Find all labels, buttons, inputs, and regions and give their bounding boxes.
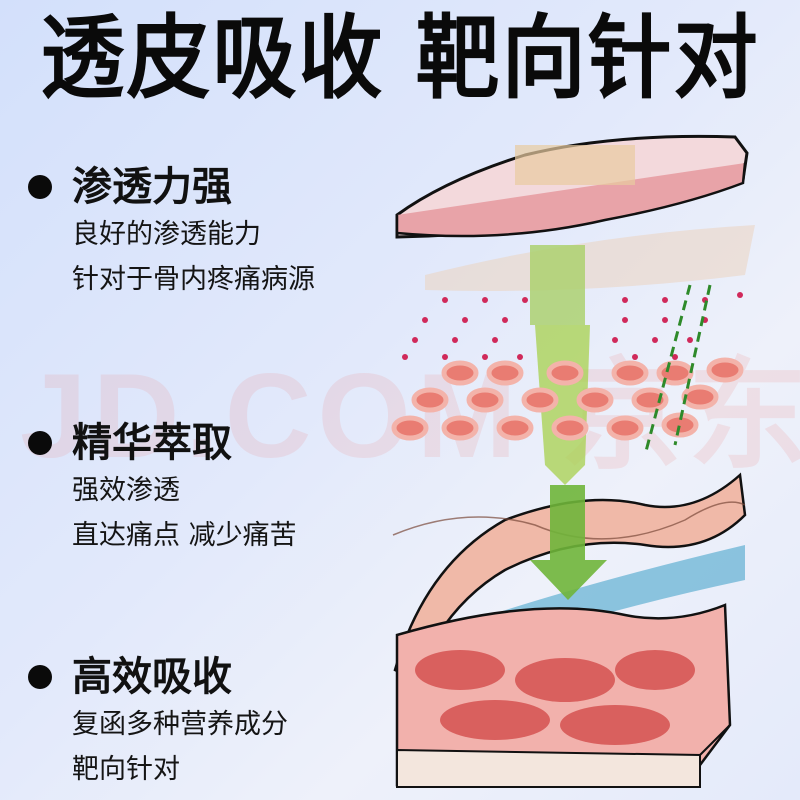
cell-dots-icon	[402, 292, 743, 360]
feature-line: 针对于骨内疼痛病源	[72, 264, 315, 295]
feature-line: 直达痛点 减少痛苦	[72, 520, 297, 551]
bullet-icon	[28, 431, 52, 455]
feature-penetration: 渗透力强 良好的渗透能力 针对于骨内疼痛病源	[28, 162, 315, 302]
patch-layer-icon	[395, 134, 749, 239]
bullet-icon	[28, 175, 52, 199]
skin-layers-illustration	[391, 134, 755, 788]
arrow-down-icon	[530, 485, 607, 600]
page-title: 透皮吸收 靶向针对	[40, 3, 760, 111]
feature-heading: 精华萃取	[72, 420, 232, 466]
feature-heading: 高效吸收	[72, 654, 232, 700]
feature-heading: 渗透力强	[72, 164, 232, 210]
feature-line: 强效渗透	[72, 475, 180, 506]
bullet-icon	[28, 665, 52, 689]
muscle-block-icon	[395, 603, 732, 788]
feature-extract: 精华萃取 强效渗透 直达痛点 减少痛苦	[28, 418, 297, 558]
feature-absorption: 高效吸收 复函多种营养成分 靶向针对	[28, 652, 288, 792]
feature-line: 复函多种营养成分	[72, 709, 288, 740]
feature-line: 靶向针对	[72, 754, 180, 785]
feature-line: 良好的渗透能力	[72, 219, 261, 250]
tissue-cells-icon	[391, 357, 744, 441]
